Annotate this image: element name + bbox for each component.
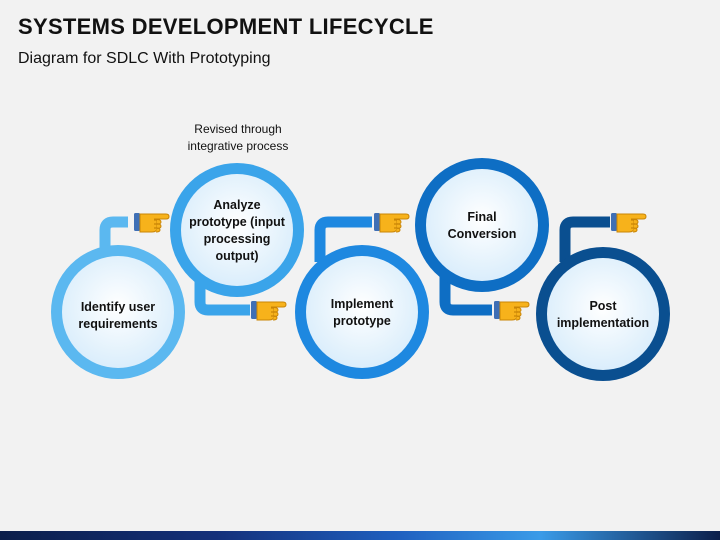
step-circle-2 [170,163,304,297]
revision-note: Revised through integrative process [187,122,289,153]
footer-bar [0,531,720,540]
step-circle-3 [295,245,429,379]
connector-2 [194,262,250,316]
pointing-hand-icon [133,212,170,233]
pointing-hand-icon [610,212,647,233]
step-label-analyze: Analyze prototype (input processing outp… [189,198,285,263]
page-title: SYSTEMS DEVELOPMENT LIFECYCLE [18,14,434,39]
step-label-implement: Implement prototype [330,297,394,328]
pointing-hand-icon [373,212,410,233]
step-label-final: Final Conversion [447,210,517,241]
connector-4 [439,262,492,316]
page-subtitle: Diagram for SDLC With Prototyping [18,50,271,67]
connector-5 [559,216,610,262]
step-circle-1 [51,245,185,379]
step-label-identify: Identify user requirements [78,300,158,331]
step-label-post: Post implementation [556,299,650,330]
connector-3 [314,216,372,262]
pointing-hand-icon [493,300,530,321]
pointing-hand-icon [250,300,287,321]
step-circle-5 [536,247,670,381]
connector-1 [99,216,128,262]
step-circle-4 [415,158,549,292]
